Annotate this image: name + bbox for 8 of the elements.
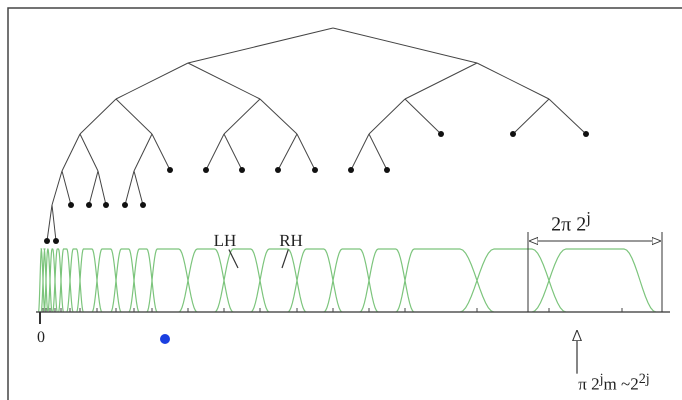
leader-line xyxy=(281,249,289,268)
tick-label: 0 xyxy=(37,330,45,346)
label-text: π 2$^{j}$m ~2$^{2j}$ xyxy=(578,372,650,392)
arrow xyxy=(572,329,582,374)
dimension-label: 2π 2$^{j}$ xyxy=(551,210,591,234)
label-text: RH xyxy=(279,232,303,248)
leader-line xyxy=(228,249,239,268)
label-text: LH xyxy=(214,232,236,248)
